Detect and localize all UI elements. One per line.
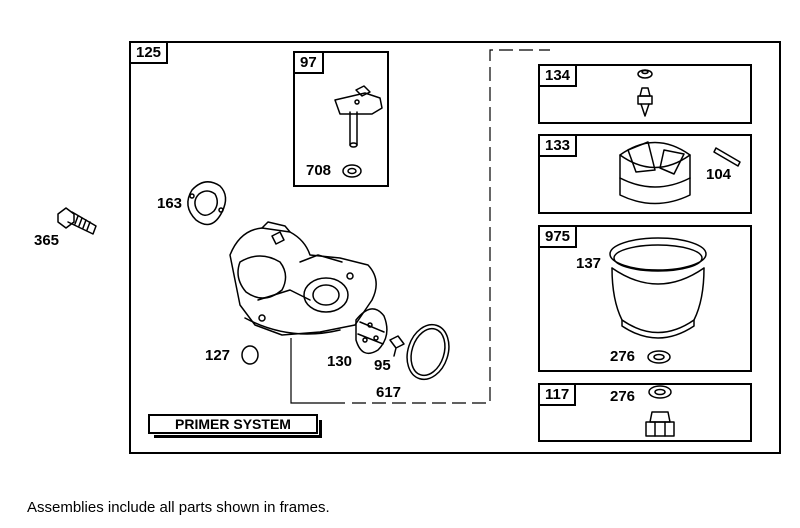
needle-134 — [637, 69, 653, 117]
frame-label-117: 117 — [540, 385, 577, 406]
washer-708 — [342, 164, 362, 178]
part-label-130: 130 — [327, 353, 353, 370]
frame-125: 125 — [129, 41, 781, 454]
part-label-95: 95 — [374, 357, 391, 374]
frame-label-97: 97 — [295, 53, 324, 74]
bowl-nut-117 — [645, 385, 675, 437]
carburetor-body — [229, 221, 377, 336]
bolt-365 — [57, 207, 97, 235]
part-label-276-bowl: 276 — [610, 348, 636, 365]
frame-label-133: 133 — [540, 136, 578, 157]
screw-95 — [389, 335, 405, 357]
part-label-617: 617 — [376, 384, 402, 401]
pin-104 — [713, 147, 741, 167]
float-133 — [619, 141, 691, 205]
part-label-276-nut: 276 — [610, 388, 636, 405]
part-label-163: 163 — [157, 195, 183, 212]
part-label-104: 104 — [706, 166, 732, 183]
frame-label-125: 125 — [131, 43, 169, 64]
bowl-975 — [609, 237, 707, 339]
shaft-97 — [334, 85, 383, 148]
plug-127 — [241, 345, 259, 365]
primer-system-label: PRIMER SYSTEM — [148, 414, 322, 438]
frame-label-975: 975 — [540, 227, 578, 248]
frame-97: 97 — [293, 51, 389, 187]
frame-133: 133 — [538, 134, 752, 214]
frame-975: 975 — [538, 225, 752, 372]
part-label-365: 365 — [34, 232, 60, 249]
part-label-137: 137 — [576, 255, 602, 272]
part-label-708: 708 — [306, 162, 332, 179]
frame-label-134: 134 — [540, 66, 578, 87]
primer-130 — [355, 308, 388, 355]
part-label-127: 127 — [205, 347, 231, 364]
gasket-163 — [187, 181, 227, 226]
oring-617 — [406, 323, 450, 381]
footnote: Assemblies include all parts shown in fr… — [27, 499, 330, 516]
frame-134: 134 — [538, 64, 752, 124]
frame-117: 117 — [538, 383, 752, 442]
